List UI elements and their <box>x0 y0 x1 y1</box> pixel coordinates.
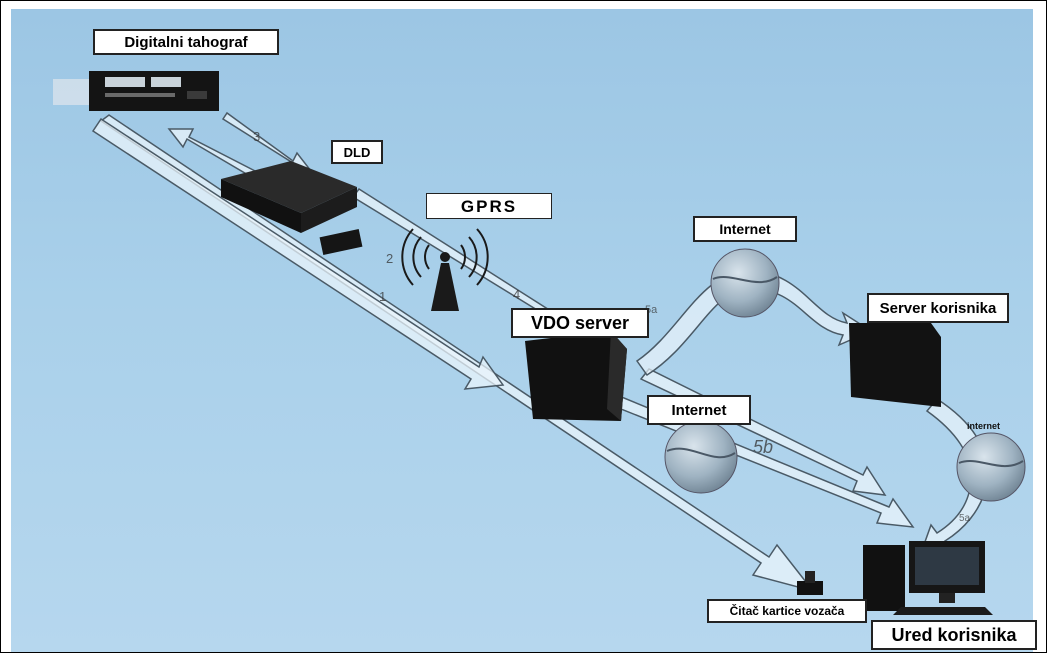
label-digital-tachograph: Digitalni tahograf <box>93 29 279 55</box>
office-computer <box>863 541 993 615</box>
label-dld: DLD <box>331 140 383 164</box>
label-vdo-server: VDO server <box>511 308 649 338</box>
arrow-2-tachograph-to-vdo: 2 <box>91 117 505 390</box>
vdo-server-box <box>525 331 627 421</box>
arrow-3-tag: 3 <box>253 129 260 144</box>
dld-device <box>221 161 363 255</box>
label-internet-middle: Internet <box>647 395 751 425</box>
label-internet-top: Internet <box>693 216 797 242</box>
label-card-reader: Čitač kartice vozača <box>707 599 867 623</box>
gprs-antenna <box>401 228 489 311</box>
user-server-box <box>849 323 941 407</box>
arrow-3-dld-to-tachograph: 3 <box>167 111 313 181</box>
arrow-2-tag: 2 <box>386 251 393 266</box>
label-ured-korisnika: Ured korisnika <box>871 620 1037 650</box>
arrow-4-tag: 4 <box>513 287 520 302</box>
label-gprs: GPRS <box>426 193 552 219</box>
internet-globe-middle <box>664 420 738 494</box>
arrow-5b-tag: 5b <box>753 437 773 457</box>
label-server-korisnika: Server korisnika <box>867 293 1009 323</box>
internet-globe-top <box>710 248 780 318</box>
arrow-1-tag: 1 <box>379 289 386 304</box>
card-reader-device <box>797 571 823 595</box>
internet-globe-right <box>956 432 1026 502</box>
label-internet-small: internet <box>967 421 1001 431</box>
arrow-5a-right-tag: 5a <box>959 513 971 524</box>
tachograph-device <box>53 71 219 111</box>
